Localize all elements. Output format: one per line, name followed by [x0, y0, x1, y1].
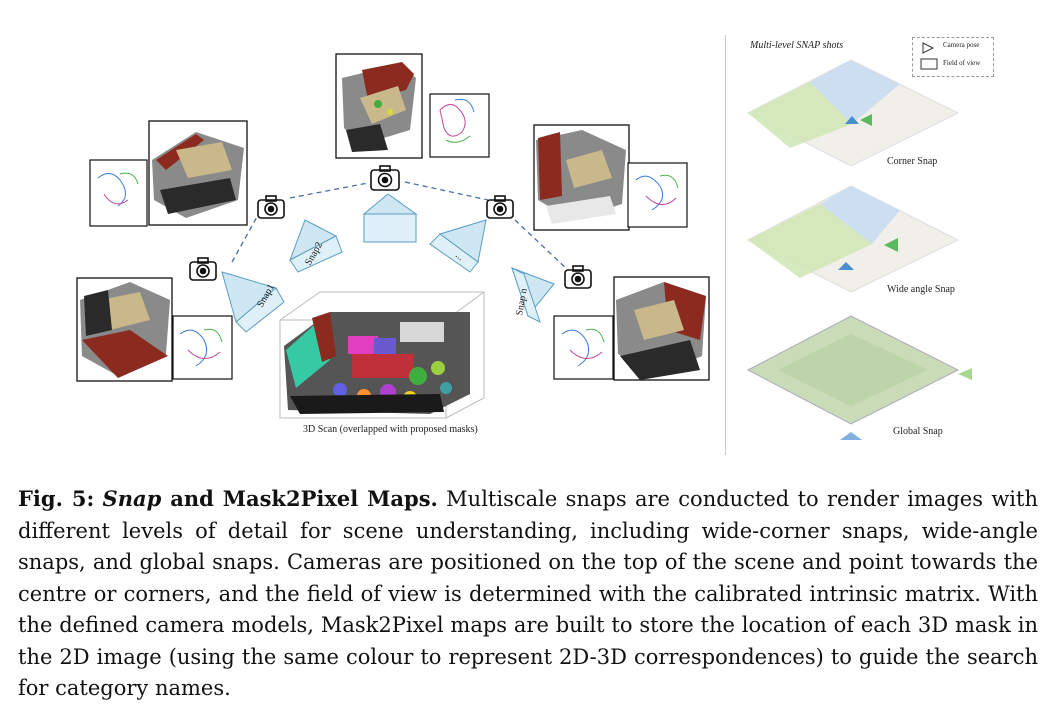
- panel-divider: [725, 35, 726, 455]
- camera-frustums: [221, 193, 555, 333]
- caption-title-italic: Snap: [102, 486, 162, 511]
- legend-box: Camera pose Field of view: [912, 37, 994, 77]
- top-right-view: [533, 124, 688, 231]
- top-center-view: [335, 53, 490, 159]
- bottom-left-view: [76, 277, 233, 382]
- camera-icons: [189, 165, 592, 289]
- central-3d-scan: [279, 291, 485, 419]
- wide-angle-snap-label: Wide angle Snap: [887, 284, 955, 295]
- caption-body: Multiscale snaps are conducted to render…: [18, 487, 1038, 700]
- right-panel-title: Multi-level SNAP shots: [750, 40, 844, 51]
- caption-title-rest: and Mask2Pixel Maps.: [161, 486, 438, 511]
- figure-illustration: Snap1 Snap2 ... Snap n 3D Scan (overlapp…: [76, 53, 972, 440]
- corner-snap-label: Corner Snap: [887, 156, 938, 167]
- bottom-right-view: [553, 276, 710, 381]
- multi-level-stack: [746, 59, 972, 440]
- caption-fig-label: Fig. 5:: [18, 486, 95, 511]
- top-left-view: [89, 120, 248, 227]
- legend-field-of-view: Field of view: [943, 59, 981, 67]
- snap-label-n: Snap n: [514, 288, 530, 317]
- legend-icons: [920, 42, 938, 70]
- scan-label: 3D Scan (overlapped with proposed masks): [303, 424, 478, 435]
- global-snap-label: Global Snap: [893, 426, 943, 437]
- legend-camera-pose: Camera pose: [943, 41, 980, 49]
- figure-caption: Fig. 5: Snap and Mask2Pixel Maps. Multis…: [18, 483, 1038, 705]
- figure-panel: Snap1 Snap2 ... Snap n 3D Scan (overlapp…: [76, 35, 994, 455]
